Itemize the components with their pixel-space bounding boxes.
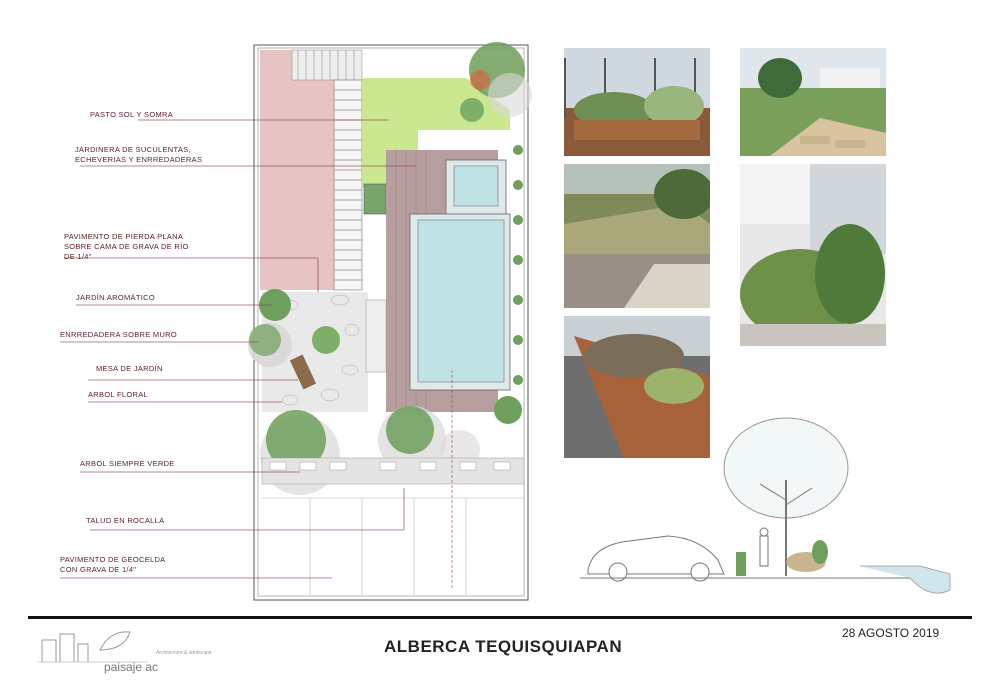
- photo-path-grasses: [564, 164, 710, 308]
- label-jardinera-1: JARDINERA DE SUCULENTAS,: [75, 145, 191, 154]
- photo-house-garden: [740, 164, 886, 346]
- photo-rooftop-planter: [564, 48, 710, 156]
- plot-outline: [253, 44, 529, 601]
- photo-garden-steps: [740, 48, 886, 156]
- brand-logo: [38, 631, 148, 663]
- leader-lines: [60, 119, 416, 579]
- label-pavimento-3: DE 1/4": [64, 252, 92, 261]
- label-geocelda-2: CON GRAVA DE 1/4": [60, 565, 137, 574]
- brand-name: paisaje ac: [104, 660, 159, 674]
- geocell-paving: [262, 497, 524, 596]
- climber-strip: [513, 145, 523, 385]
- brand-tagline: Architecture & landscape: [156, 650, 212, 656]
- paving-area: [260, 50, 334, 290]
- label-jardin-aromatico: JARDÍN AROMÁTICO: [76, 293, 155, 302]
- label-enredadera: ENRREDADERA SOBRE MURO: [60, 330, 178, 339]
- label-pavimento-2: SOBRE CAMA DE GRAVA DE RÍO: [64, 242, 189, 251]
- step-strip: [333, 79, 363, 291]
- garden-table: [289, 354, 317, 390]
- label-talud: TALUD EN ROCALLA: [86, 516, 165, 525]
- photo-raised-planter: [564, 316, 710, 458]
- label-arbol-siempre-verde: ARBOL SIEMPRE VERDE: [80, 459, 175, 468]
- project-title: ALBERCA TEQUISQUIAPAN: [384, 637, 623, 656]
- project-date: 28 AGOSTO 2019: [842, 626, 940, 640]
- label-pasto: PASTO SOL Y SOMRA: [90, 110, 174, 119]
- label-jardinera-2: ECHEVERIAS Y ENRREDADERAS: [75, 155, 203, 164]
- label-geocelda-1: PAVIMENTO DE GEOCELDA: [60, 555, 166, 564]
- label-pavimento-1: PAVIMENTO DE PIERDA PLANA: [64, 232, 184, 241]
- label-arbol-floral: ARBOL FLORAL: [88, 390, 149, 399]
- label-mesa: MESA DE JARDÍN: [96, 364, 163, 373]
- succulent-planter: [363, 183, 387, 215]
- stepping-stones: [291, 49, 363, 81]
- footer-rule: [28, 616, 972, 619]
